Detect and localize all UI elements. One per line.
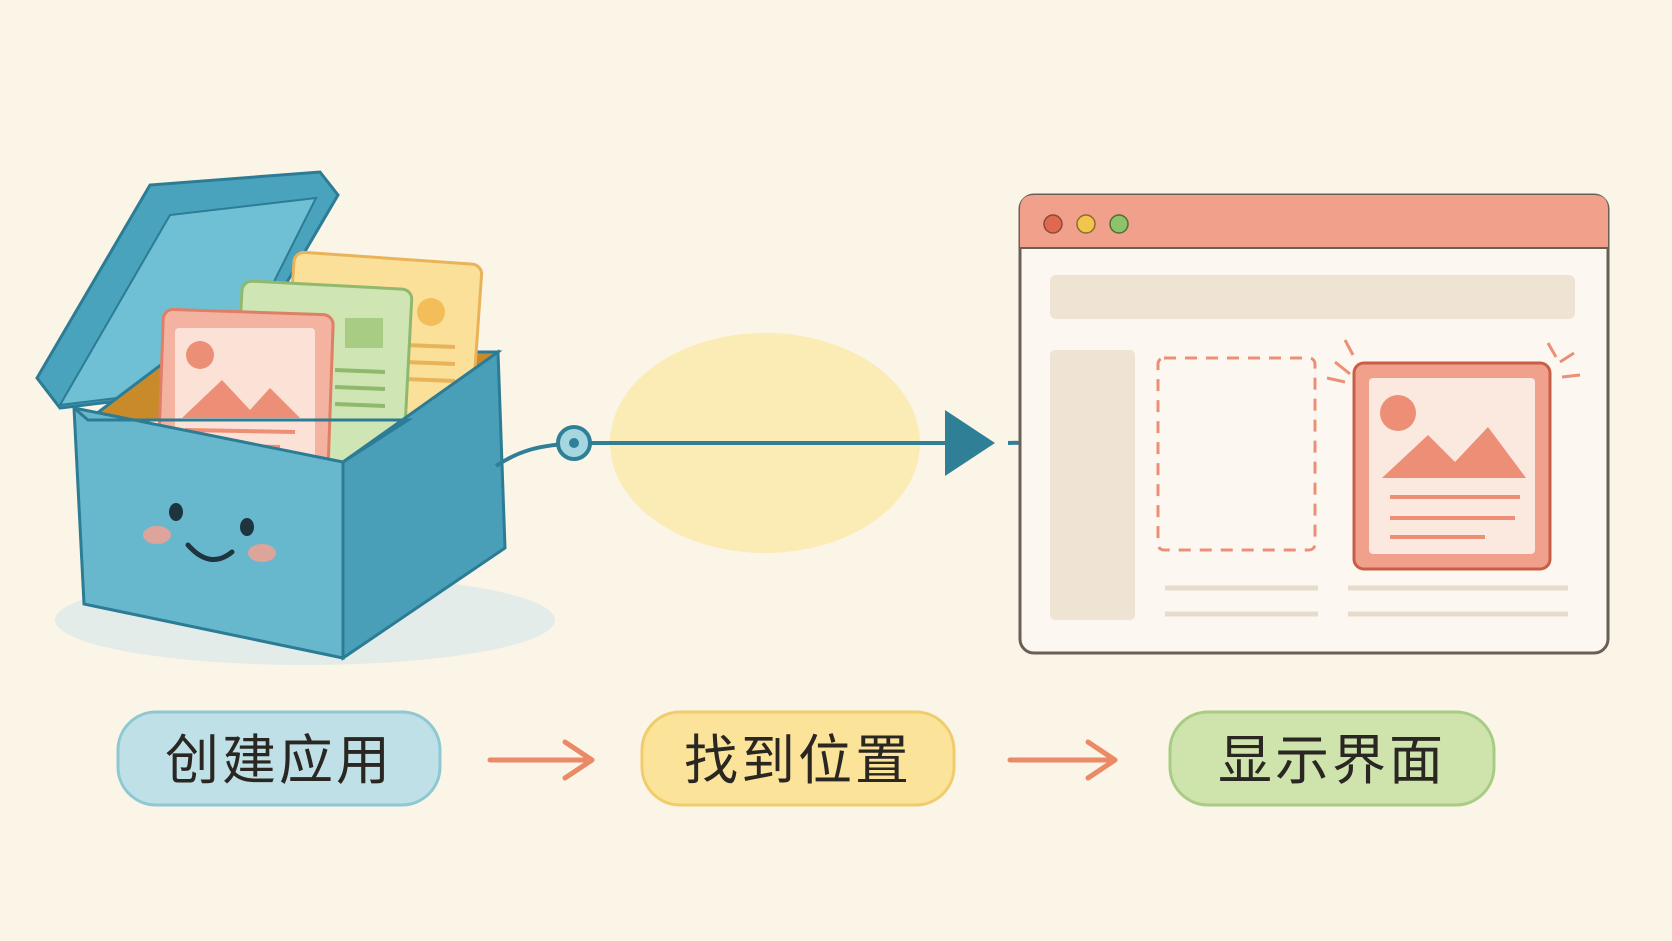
step-label-3: 显示界面 bbox=[1218, 729, 1446, 792]
sidebar-panel bbox=[1050, 350, 1135, 620]
address-bar bbox=[1050, 275, 1575, 319]
box-lid bbox=[35, 170, 340, 410]
step-pill-1-bg bbox=[116, 710, 442, 807]
image-placeholder-icon bbox=[182, 341, 300, 418]
step-pill-1: 创建应用 bbox=[116, 710, 442, 807]
window-controls bbox=[1043, 214, 1129, 234]
step-arrow-2 bbox=[1007, 739, 1118, 781]
step-arrow-1 bbox=[487, 739, 595, 781]
placed-card bbox=[1352, 361, 1552, 571]
step-pill-3-bg bbox=[1168, 710, 1496, 807]
step-label-1: 创建应用 bbox=[165, 729, 393, 792]
browser-window-illustration bbox=[1018, 193, 1610, 655]
step-pill-2: 找到位置 bbox=[640, 710, 956, 807]
step-pill-3: 显示界面 bbox=[1168, 710, 1496, 807]
step-pill-2-bg bbox=[640, 710, 956, 807]
sparkle-icon bbox=[1326, 339, 1581, 384]
close-dot-icon bbox=[1043, 214, 1063, 234]
minimize-dot-icon bbox=[1076, 214, 1096, 234]
empty-slot bbox=[1156, 356, 1317, 552]
maximize-dot-icon bbox=[1109, 214, 1129, 234]
smiley-face-icon bbox=[143, 503, 276, 562]
step-label-2: 找到位置 bbox=[684, 729, 912, 792]
component-box-illustration bbox=[35, 170, 555, 665]
image-placeholder-icon bbox=[1380, 395, 1526, 478]
